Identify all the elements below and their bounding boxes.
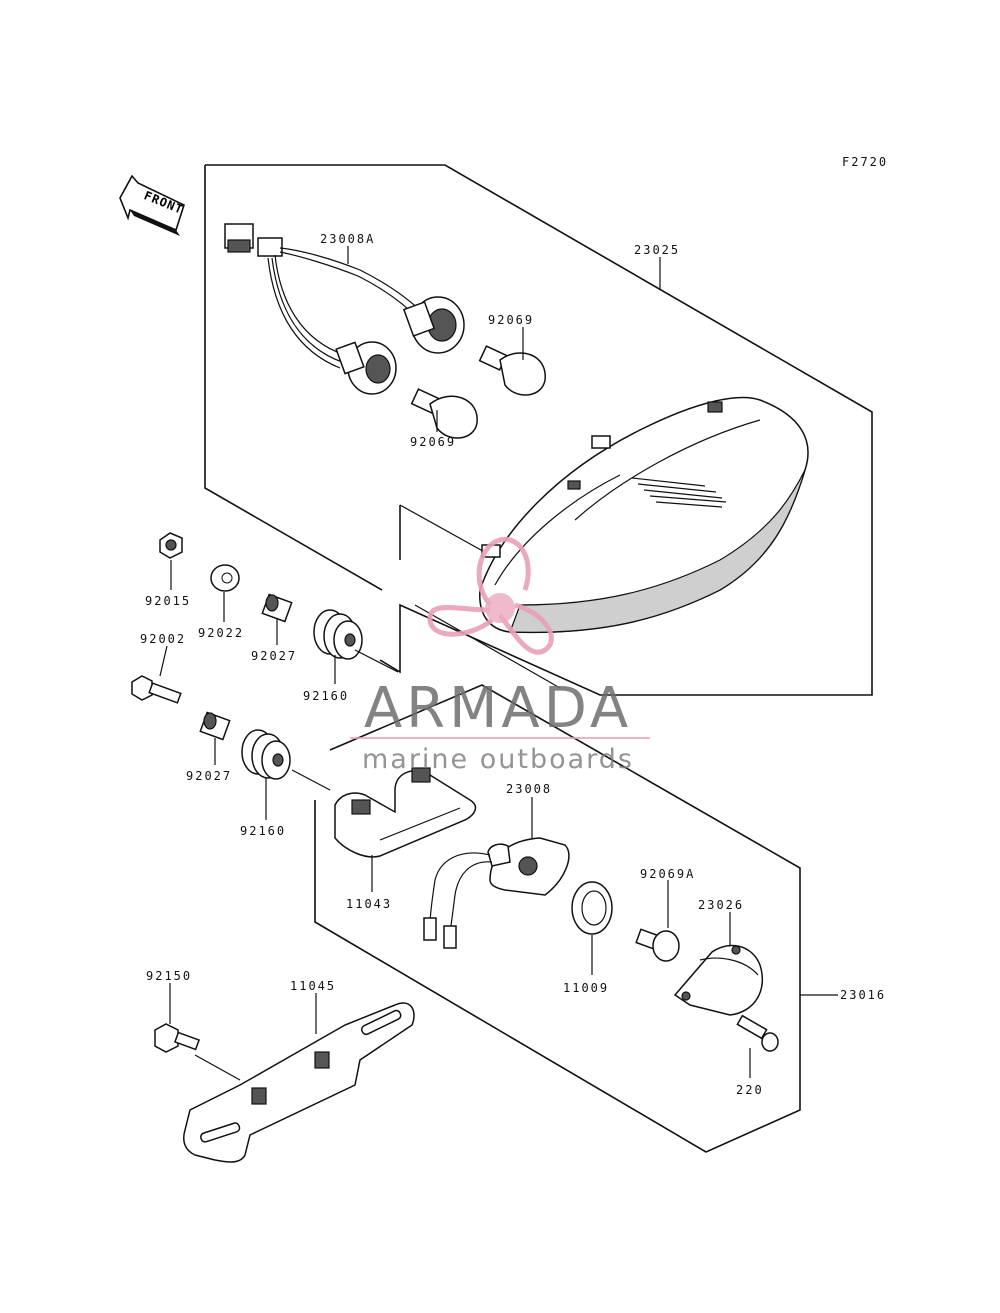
socket-23008 [423, 837, 570, 949]
label-92027-upper: 92027 [251, 649, 297, 663]
label-23025: 23025 [634, 243, 680, 257]
label-92022: 92022 [198, 626, 244, 640]
label-11045: 11045 [290, 979, 336, 993]
bulb-92069a [635, 928, 680, 962]
lens-23026 [673, 944, 764, 1016]
bolt-92002 [131, 675, 182, 704]
label-92069a: 92069A [640, 867, 695, 881]
label-23008a: 23008A [320, 232, 375, 246]
label-220: 220 [736, 1083, 764, 1097]
grommet-92160-lower [241, 729, 291, 780]
bracket-11043 [334, 767, 477, 858]
label-92160-lower: 92160 [240, 824, 286, 838]
figure-code: F2720 [842, 155, 888, 169]
front-arrow-icon: FRONT [119, 174, 185, 236]
label-92027-lower: 92027 [186, 769, 232, 783]
label-92069-upper: 92069 [488, 313, 534, 327]
collar-92027-upper [261, 593, 293, 623]
label-92069-lower: 92069 [410, 435, 456, 449]
propeller-logo-icon [427, 536, 554, 655]
license-bracket-11045 [183, 1002, 415, 1163]
watermark: ARMADA marine outboards [350, 536, 650, 775]
label-92002: 92002 [140, 632, 186, 646]
bulb-lower [410, 388, 478, 439]
label-92160-upper: 92160 [303, 689, 349, 703]
watermark-brand: ARMADA [364, 676, 632, 741]
label-92015: 92015 [145, 594, 191, 608]
tail-lamp-housing [479, 396, 809, 634]
tail-lamp-assembly-outline [205, 164, 873, 696]
label-23026: 23026 [698, 898, 744, 912]
bolt-92150 [154, 1023, 201, 1053]
watermark-tagline: marine outboards [362, 744, 634, 775]
label-11009: 11009 [563, 981, 609, 995]
license-lamp-assembly-outline [314, 684, 801, 1153]
label-11043: 11043 [346, 897, 392, 911]
nut-92015 [159, 532, 183, 559]
wiring-harness [224, 223, 465, 395]
collar-92027-lower [199, 711, 231, 741]
screw-220 [736, 1014, 779, 1052]
washer-92022 [210, 564, 240, 592]
bulb-upper [478, 345, 546, 396]
label-23008: 23008 [506, 782, 552, 796]
label-23016: 23016 [840, 988, 886, 1002]
label-92150: 92150 [146, 969, 192, 983]
grommet-92160-upper [313, 609, 363, 660]
gasket-11009 [571, 881, 613, 935]
